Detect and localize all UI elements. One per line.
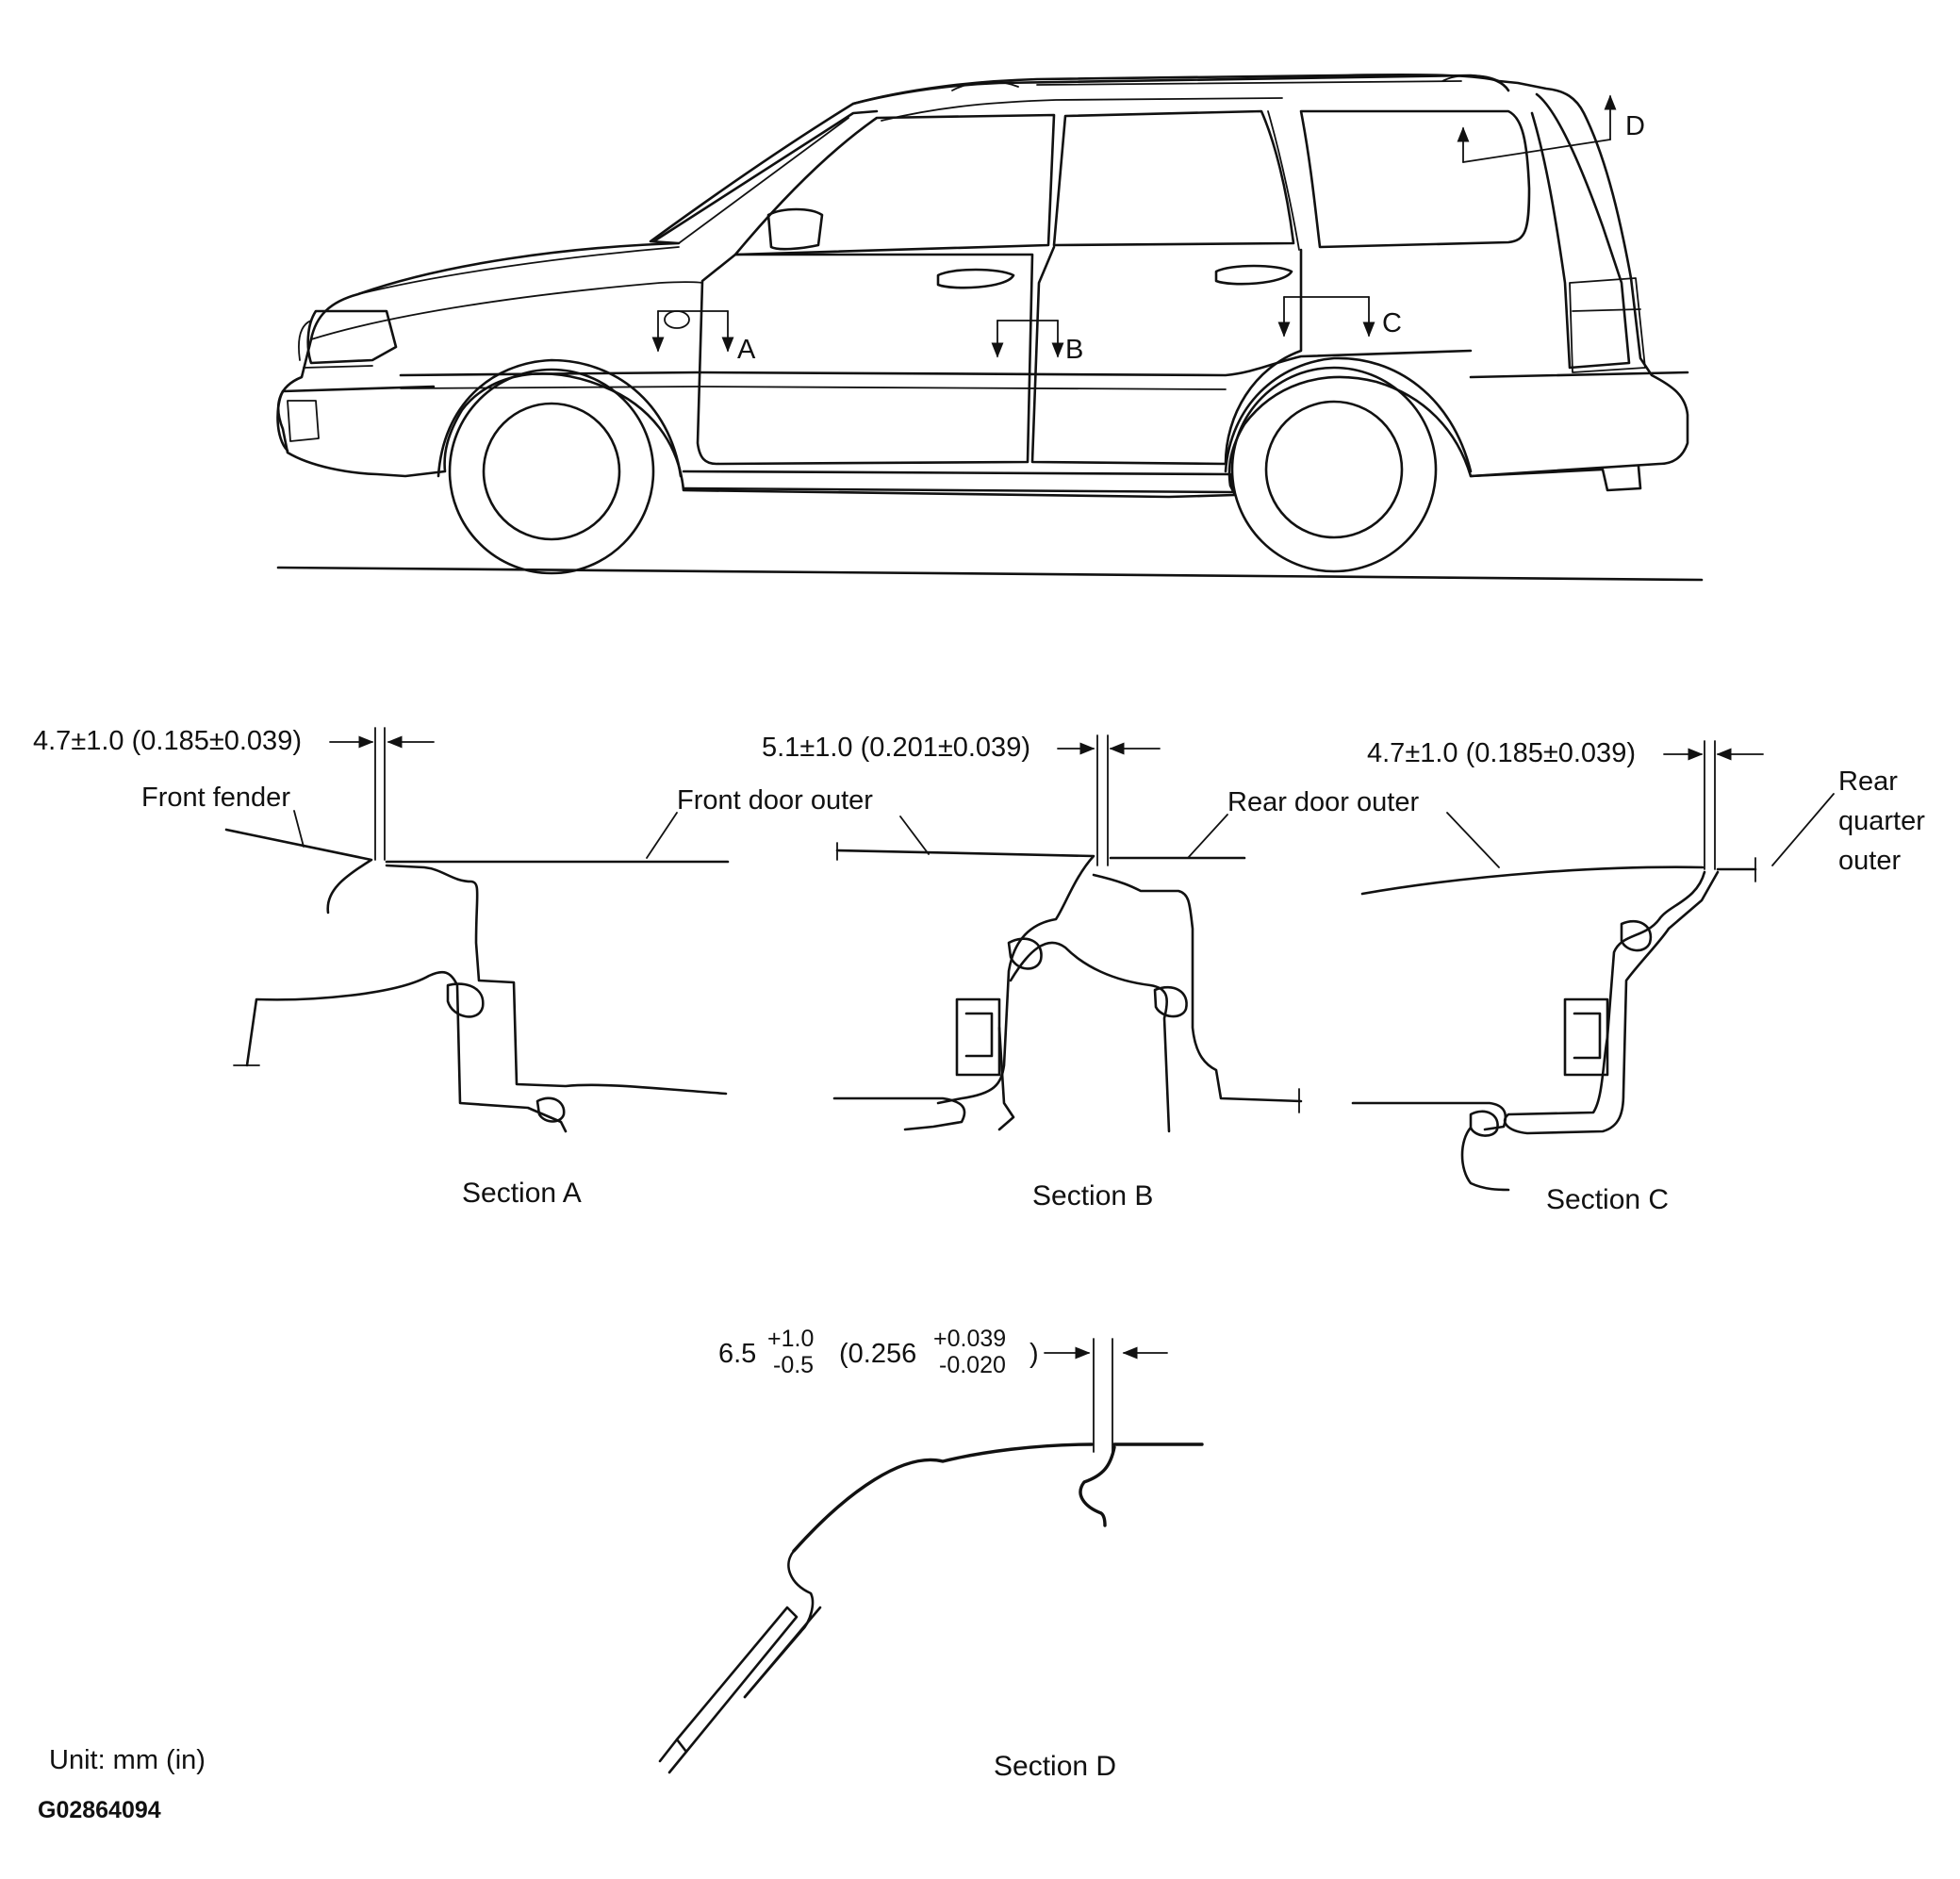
roof-rail: [851, 74, 1510, 106]
section-d-nominal: 6.5: [718, 1339, 756, 1369]
side-mirror: [766, 207, 824, 251]
callout-d-label: D: [1625, 111, 1645, 141]
front-door-outer-label: Front door outer: [677, 785, 873, 816]
callout-a: A: [651, 310, 756, 365]
roof-rack: [951, 74, 1500, 91]
sill-lower-b: [832, 1096, 966, 1131]
front-door-inner-panel: [385, 864, 728, 1096]
front-door-outer-leader: [646, 812, 678, 859]
rear-gate: [1530, 92, 1631, 370]
tail-lamp: [1569, 277, 1646, 373]
pillar-step-d: [743, 1549, 815, 1699]
body-pillar-a: [245, 970, 568, 1133]
rear-quarter-outer-label-1: Rear: [1838, 766, 1898, 797]
weatherstrip-b-upper: [1007, 937, 1043, 970]
side-moulding-lower: [400, 386, 1227, 390]
weatherstrip-c-upper: [1620, 919, 1653, 952]
center-pillar-b: [1009, 941, 1171, 1133]
front-bumper: [276, 385, 436, 453]
rear-bumper: [1469, 371, 1689, 492]
rear-quarter-outer-leader: [1771, 793, 1835, 866]
front-fender-leader: [293, 810, 305, 848]
callout-c-label: C: [1382, 308, 1402, 338]
grille: [298, 320, 373, 369]
front-window: [733, 113, 1056, 256]
section-a-tolerance: 4.7±1.0 (0.185±0.039): [33, 726, 302, 756]
figure-id: G02864094: [38, 1797, 161, 1823]
hood-line: [357, 246, 680, 295]
glass-panel-d: [675, 1606, 799, 1754]
rear-door-inner-panel-b: [1092, 873, 1303, 1103]
rear-door-outer-panel-c: [1360, 865, 1705, 896]
ground-line: [276, 566, 1704, 582]
section-b: 5.1±1.0 (0.201±0.039) Rear door outer Se…: [762, 733, 1419, 1211]
section-d-minus: -0.5: [773, 1352, 814, 1378]
rear-door-window: [1052, 109, 1295, 247]
rear-door-outer-label: Rear door outer: [1227, 787, 1419, 817]
vehicle-side-view: A B C D: [276, 73, 1704, 582]
section-a-caption: Section A: [462, 1178, 582, 1209]
sill-lower-c: [1351, 1101, 1507, 1131]
rear-wheel-arch: [1224, 356, 1473, 473]
section-d-close-paren: ): [1029, 1339, 1039, 1369]
front-wheel-arch: [436, 358, 683, 478]
pillar-inner-d: [743, 1606, 822, 1699]
weatherstrip-a-upper: [446, 982, 485, 1018]
back-door-flange-d: [1079, 1445, 1116, 1527]
section-d-caption: Section D: [994, 1751, 1116, 1782]
weatherstrip-a-lower: [535, 1096, 566, 1123]
tail-lamp-divider: [1572, 308, 1641, 312]
c-pillar: [1267, 110, 1300, 251]
section-d-inch-minus: -0.020: [939, 1352, 1006, 1378]
front-wheel: [448, 368, 655, 575]
rear-quarter-outer-label-3: outer: [1838, 846, 1901, 876]
section-d-inch-plus: +0.039: [933, 1326, 1006, 1352]
front-door-outer-leader-b: [899, 816, 930, 855]
glass-edge-d: [658, 1738, 688, 1774]
pillar-lower-b: [997, 1026, 1015, 1131]
rear-door-handle: [1214, 264, 1293, 286]
callout-c: C: [1277, 296, 1402, 338]
section-d: 6.5 +1.0 -0.5 (0.256 +0.039 -0.020 ) Sec…: [658, 1326, 1204, 1782]
section-d-plus: +1.0: [767, 1326, 814, 1352]
unit-label: Unit: mm (in): [49, 1745, 206, 1775]
rear-quarter-outer-label-2: quarter: [1838, 806, 1925, 836]
callout-b: B: [991, 320, 1083, 365]
roof-panel-d: [792, 1442, 1094, 1553]
roof-rail-inner: [881, 97, 1283, 122]
windshield: [678, 117, 849, 244]
headlamp: [306, 309, 398, 365]
rear-door-outer-leader: [1187, 814, 1228, 859]
section-c-caption: Section C: [1546, 1184, 1669, 1215]
fender-crease: [310, 281, 703, 340]
callout-b-label: B: [1065, 335, 1083, 365]
front-door-outline: [696, 253, 1034, 466]
fog-lamp: [287, 400, 320, 442]
section-c: 4.7±1.0 (0.185±0.039) Rear quarter outer…: [1351, 738, 1925, 1215]
trim-bracket-c: [1563, 997, 1609, 1077]
section-c-tolerance: 4.7±1.0 (0.185±0.039): [1367, 738, 1636, 768]
front-door-handle: [936, 268, 1015, 289]
section-b-tolerance: 5.1±1.0 (0.201±0.039): [762, 733, 1030, 763]
quarter-window: [1299, 109, 1531, 249]
trim-bracket-b: [955, 997, 1001, 1077]
rear-wheel: [1230, 366, 1438, 573]
section-a: 4.7±1.0 (0.185±0.039) Front fender Front…: [33, 726, 873, 1209]
a-pillar: [653, 109, 879, 242]
front-fender-panel: [224, 828, 373, 915]
front-door-outer-panel-b: [835, 849, 1095, 1105]
side-sill: [682, 470, 1235, 494]
callout-d: D: [1457, 94, 1645, 163]
weatherstrip-c-lower: [1460, 1110, 1510, 1192]
fuel-lid-marker: [664, 310, 690, 329]
callout-a-label: A: [737, 335, 756, 365]
front-fender-label: Front fender: [141, 783, 290, 813]
rear-door-outer-leader-c: [1446, 812, 1500, 868]
section-d-inch-nominal: (0.256: [839, 1339, 916, 1369]
quarter-inner-panel-c: [1503, 870, 1720, 1135]
section-b-caption: Section B: [1032, 1180, 1153, 1211]
weatherstrip-b-lower: [1153, 985, 1188, 1018]
side-moulding: [399, 349, 1473, 377]
